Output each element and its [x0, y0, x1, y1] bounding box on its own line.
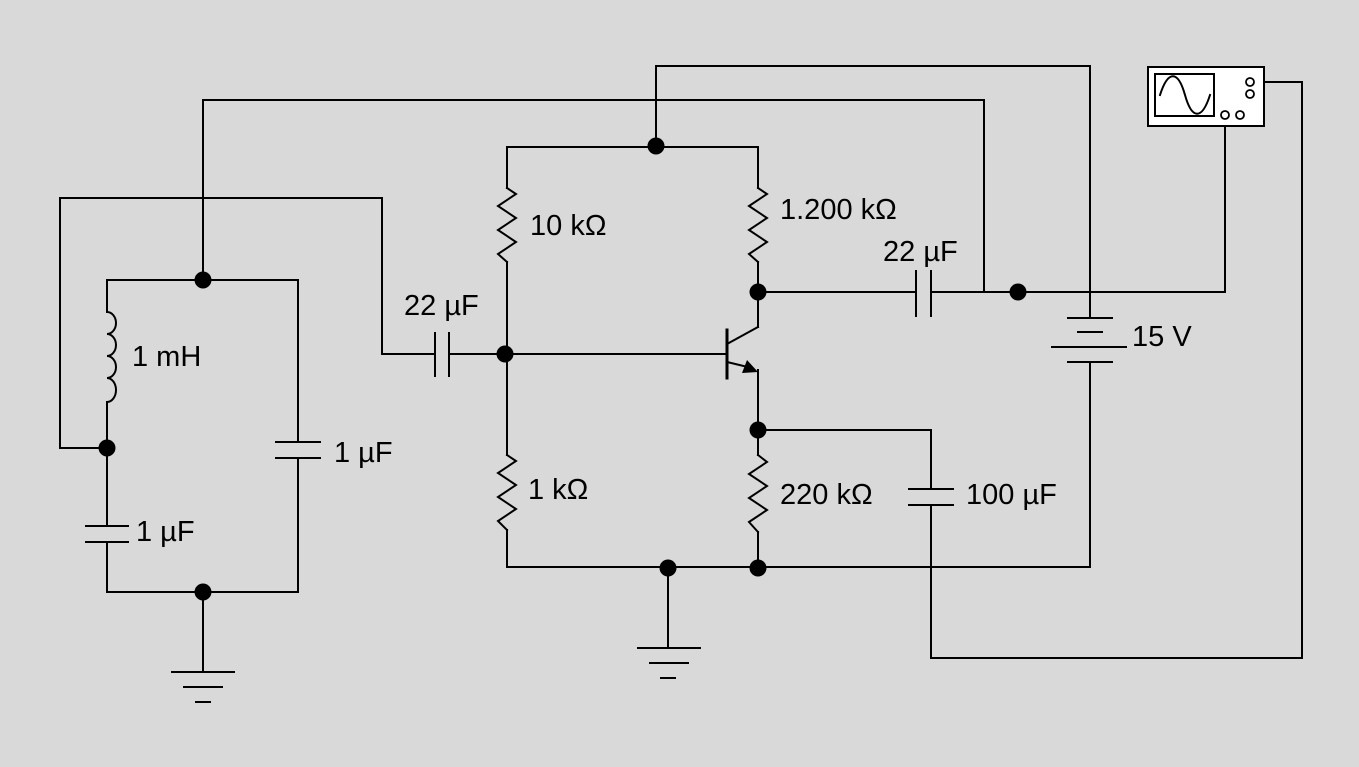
capacitor-tank-right: 1 µF — [275, 437, 393, 469]
wires — [59, 65, 1303, 673]
wire-bypass-to-scope — [930, 81, 1303, 659]
wire-tank-to-input-cap — [59, 197, 436, 449]
junction-dot — [659, 559, 677, 577]
resistor-bias-top-label: 10 kΩ — [530, 210, 607, 242]
wire-vcc-to-battery — [655, 65, 1091, 319]
emitter-arrow-icon — [742, 360, 758, 373]
junction-dot — [496, 345, 514, 363]
inductor-l1-label: 1 mH — [132, 341, 201, 373]
oscilloscope — [1147, 66, 1265, 127]
capacitor-output-label: 22 µF — [883, 236, 958, 268]
resistor-bias-bottom: 1 kΩ — [496, 453, 588, 532]
scope-terminal-icon — [1220, 110, 1230, 120]
junction-dot — [98, 439, 116, 457]
wire-bypass-top — [757, 429, 932, 490]
resistor-emitter-label: 220 kΩ — [780, 479, 873, 511]
junction-dot — [647, 137, 665, 155]
junctions — [98, 137, 1027, 601]
capacitor-tank-right-label: 1 µF — [334, 437, 393, 469]
resistor-collector: 1.200 kΩ — [747, 186, 897, 264]
capacitor-tank-left: 1 µF — [85, 516, 195, 548]
capacitor-bypass-label: 100 µF — [966, 479, 1057, 511]
battery-label: 15 V — [1132, 321, 1192, 353]
scope-terminal-icon — [1235, 110, 1245, 120]
capacitor-bypass: 100 µF — [908, 479, 1057, 511]
junction-dot — [749, 559, 767, 577]
junction-dot — [1009, 283, 1027, 301]
resistor-collector-label: 1.200 kΩ — [780, 194, 897, 226]
junction-dot — [194, 271, 212, 289]
ground-left-icon — [171, 671, 235, 703]
transistor-npn — [725, 325, 760, 380]
junction-dot — [194, 583, 212, 601]
resistor-bias-bottom-label: 1 kΩ — [528, 474, 588, 506]
wire-feedback — [202, 99, 985, 293]
capacitor-input: 22 µF — [404, 290, 479, 377]
capacitor-output: 22 µF — [883, 236, 958, 317]
resistor-bias-top: 10 kΩ — [496, 186, 607, 264]
scope-terminal-icon — [1245, 89, 1255, 99]
wire-output-to-scope — [930, 114, 1226, 293]
capacitor-tank-left-label: 1 µF — [136, 516, 195, 548]
sine-wave-icon — [1158, 75, 1212, 115]
resistor-emitter: 220 kΩ — [747, 453, 873, 534]
capacitor-input-label: 22 µF — [404, 290, 479, 322]
junction-dot — [749, 283, 767, 301]
junction-dot — [749, 421, 767, 439]
battery: 15 V — [1051, 317, 1192, 363]
wire-bottom-rail — [506, 361, 1091, 568]
ground-main-icon — [637, 647, 701, 679]
inductor-l1: 1 mH — [105, 310, 201, 404]
scope-terminal-icon — [1245, 77, 1255, 87]
